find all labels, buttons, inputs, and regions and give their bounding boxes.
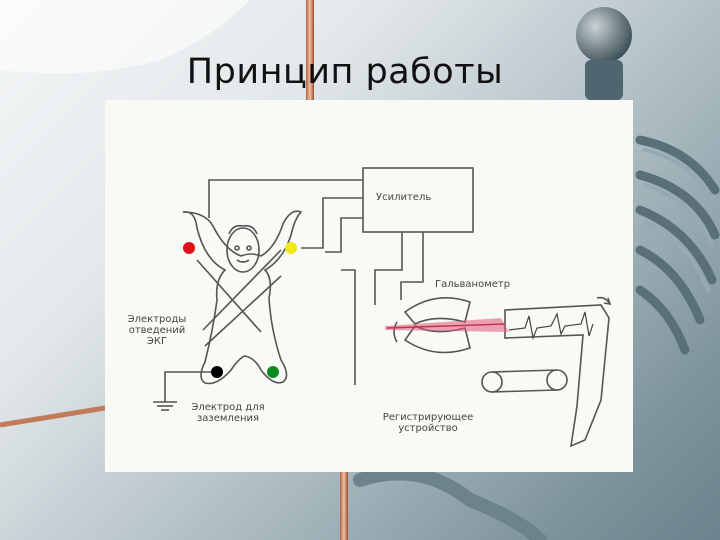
electrodes-label-line-3: ЭКГ bbox=[122, 336, 192, 347]
recorder-label: Регистрирующее устройство bbox=[373, 412, 483, 434]
wire-4 bbox=[341, 270, 355, 385]
electrode-right-leg bbox=[211, 366, 223, 378]
recorder-label-line-2: устройство bbox=[373, 423, 483, 434]
electrodes-label: Электроды отведений ЭКГ bbox=[122, 314, 192, 347]
wire-2 bbox=[301, 198, 363, 248]
electrode-left-leg bbox=[267, 366, 279, 378]
electrodes-label-line-1: Электроды bbox=[122, 314, 192, 325]
recorder-label-line-1: Регистрирующее bbox=[373, 412, 483, 423]
ecg-diagram: Усилитель Гальванометр Электроды отведен… bbox=[105, 100, 633, 472]
patient-figure bbox=[183, 211, 301, 383]
electrode-left-arm bbox=[285, 242, 297, 254]
recorder-roller-1 bbox=[482, 372, 502, 392]
amplifier-label: Усилитель bbox=[376, 192, 431, 203]
wire-ground bbox=[165, 372, 217, 402]
electrode-right-arm bbox=[183, 242, 195, 254]
title-line-1: Принцип работы bbox=[0, 50, 690, 94]
ground-label-line-1: Электрод для bbox=[183, 402, 273, 413]
galvanometer-label: Гальванометр bbox=[435, 279, 510, 290]
wire-amp-galv-2 bbox=[401, 232, 423, 300]
ground-label-line-2: заземления bbox=[183, 413, 273, 424]
recorder-roller-2 bbox=[547, 370, 567, 390]
electrodes-label-line-2: отведений bbox=[122, 325, 192, 336]
ground-label: Электрод для заземления bbox=[183, 402, 273, 424]
recorder-paper bbox=[505, 305, 609, 446]
wire-3 bbox=[325, 218, 363, 252]
wire-amp-galv-1 bbox=[375, 232, 402, 305]
galvanometer-magnet bbox=[405, 298, 470, 324]
ecg-waveform bbox=[509, 312, 593, 338]
wire-top bbox=[209, 180, 363, 218]
